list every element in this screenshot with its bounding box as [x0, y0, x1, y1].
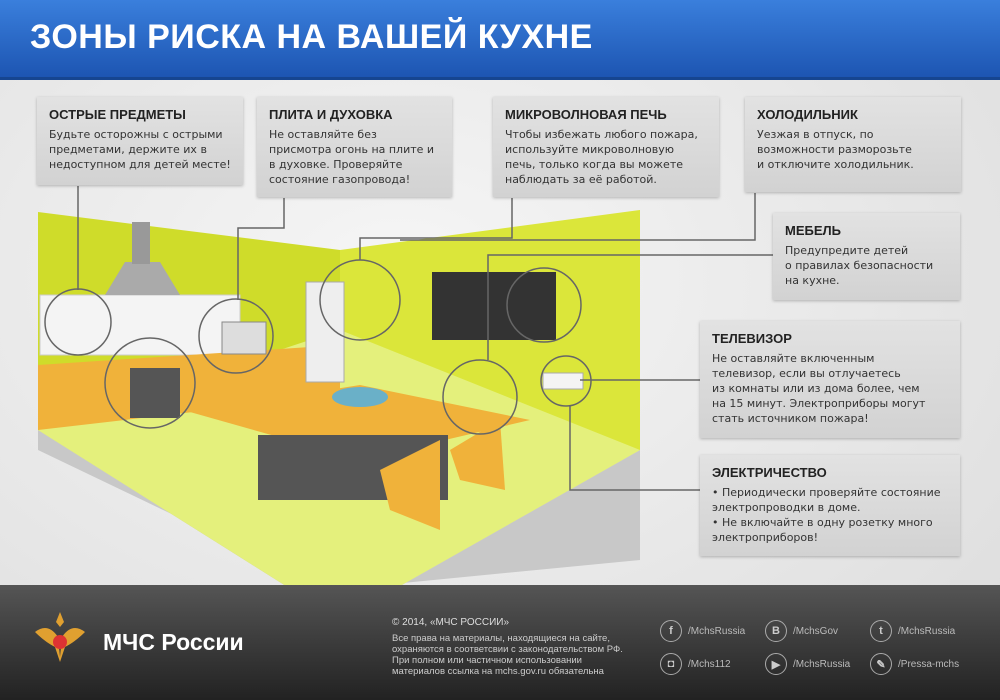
chair	[450, 420, 505, 490]
box-title: ОСТРЫЕ ПРЕДМЕТЫ	[49, 107, 186, 122]
twitter-icon: t	[870, 620, 892, 642]
socket	[542, 372, 584, 390]
box-text: Предупредите детей о правилах безопаснос…	[785, 244, 934, 287]
microwave	[221, 321, 267, 355]
header: ЗОНЫ РИСКА НА ВАШЕЙ КУХНЕ	[0, 0, 1000, 80]
fridge-box: ХОЛОДИЛЬНИК Уезжая в отпуск, по возможнос…	[745, 97, 961, 192]
tile-backsplash	[39, 294, 241, 356]
social-instagram[interactable]: ◘ /Mchs112	[660, 653, 731, 675]
box-title: ТЕЛЕВИЗОР	[712, 331, 792, 346]
box-title: ПЛИТА И ДУХОВКА	[269, 107, 393, 122]
box-text: Чтобы избежать любого пожара, используйт…	[505, 128, 698, 186]
page-title: ЗОНЫ РИСКА НА ВАШЕЙ КУХНЕ	[30, 18, 593, 56]
social-vk[interactable]: B/MchsGov	[765, 620, 838, 642]
social-label: /MchsRussia	[898, 625, 956, 637]
box-title: МЕБЕЛЬ	[785, 223, 841, 238]
social-label: /MchsGov	[793, 625, 839, 637]
stove-box: ПЛИТА И ДУХОВКА Не оставляйте без присмот…	[257, 97, 452, 197]
microwave-box: МИКРОВОЛНОВАЯ ПЕЧЬ Чтобы избежать любого …	[493, 97, 719, 197]
fridge	[305, 281, 345, 383]
livejournal-icon: ✎	[870, 653, 892, 675]
tv	[432, 272, 556, 340]
table	[190, 385, 530, 460]
box-text: Будьте осторожны с острыми предметами, д…	[49, 128, 231, 171]
box-text: Не оставляйте включенным телевизор, если…	[712, 352, 926, 425]
mchs-emblem-icon	[35, 612, 85, 662]
fruit-bowl	[332, 387, 388, 407]
copyright: © 2014, «МЧС РОССИИ»	[392, 617, 510, 628]
social-label: /MchsRussia	[688, 625, 746, 637]
social-youtube[interactable]: ▶ /MchsRussia	[765, 653, 850, 675]
social-label: /Mchs112	[688, 658, 731, 670]
social-label: /Pressa-mchs	[898, 658, 960, 670]
youtube-icon: ▶	[765, 653, 787, 675]
social-twitter[interactable]: t/MchsRussia	[870, 620, 955, 642]
footer: МЧС России © 2014, «МЧС РОССИИ» Все прав…	[0, 585, 1000, 700]
box-text: • Периодически проверяйте состояние элек…	[712, 486, 941, 544]
oven	[130, 368, 180, 418]
social-label: /MchsRussia	[793, 658, 851, 670]
sharp-objects-box: ОСТРЫЕ ПРЕДМЕТЫ Будьте осторожны с острым…	[37, 97, 243, 185]
chair	[380, 440, 440, 530]
social-livejournal[interactable]: ✎ /Pressa-mchs	[870, 653, 959, 675]
facebook-icon: f	[660, 620, 682, 642]
furniture-box: МЕБЕЛЬ Предупредите детей о правилах безо…	[773, 213, 960, 300]
box-title: МИКРОВОЛНОВАЯ ПЕЧЬ	[505, 107, 667, 122]
instagram-icon: ◘	[660, 653, 682, 675]
box-text: Не оставляйте без присмотра огонь на пли…	[269, 128, 435, 186]
box-title: ХОЛОДИЛЬНИК	[757, 107, 858, 122]
box-title: ЭЛЕКТРИЧЕСТВО	[712, 465, 827, 480]
box-text: Уезжая в отпуск, по возможности размороз…	[757, 128, 914, 171]
vk-icon: B	[765, 620, 787, 642]
hood	[105, 262, 180, 295]
brand-name: МЧС России	[103, 629, 244, 655]
social-facebook[interactable]: f/MchsRussia	[660, 620, 745, 642]
rights-notice: Все права на материалы, находящиеся на с…	[392, 633, 623, 677]
electricity-box: ЭЛЕКТРИЧЕСТВО • Периодически проверяйте с…	[700, 455, 960, 556]
tv-box: ТЕЛЕВИЗОР Не оставляйте включенным телеви…	[700, 321, 960, 438]
